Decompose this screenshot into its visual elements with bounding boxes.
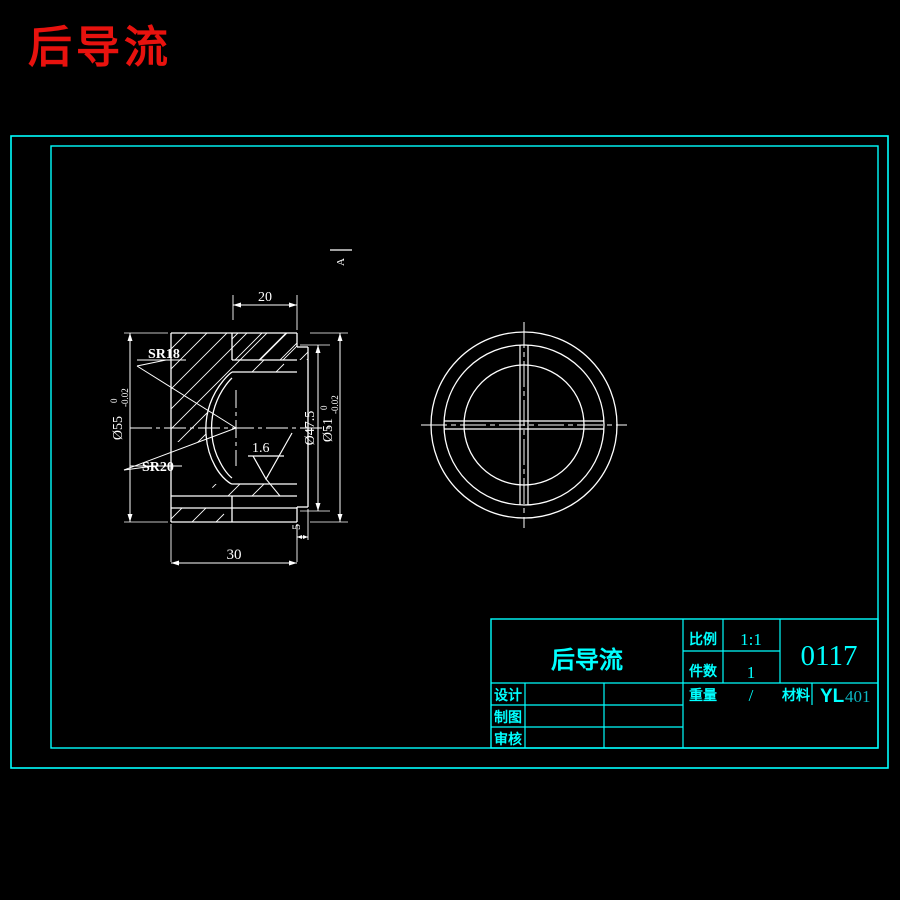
radius-label-sr20: SR20 (142, 460, 174, 475)
title-block-weight-value: / (749, 686, 754, 705)
section-hatching-upper-band (232, 333, 308, 360)
section-marker-label: A (335, 258, 347, 266)
dimension-51-lower-tol: -0.02 (330, 395, 340, 414)
dimension-right-diameter-51: Ø51 0 -0.02 (310, 332, 348, 523)
title-block-checker-date-cell[interactable] (604, 727, 683, 748)
title-block-quantity-label: 件数 (689, 663, 718, 680)
title-block-material-label: 材料 (782, 687, 810, 704)
title-block-designer-date-cell[interactable] (604, 683, 683, 705)
radius-label-sr20-text: SR20 (142, 460, 174, 475)
radius-leader-lines (123, 359, 237, 471)
dimension-step-5: 5 (289, 509, 309, 540)
front-view[interactable] (421, 322, 627, 528)
section-marker-a: A (330, 249, 352, 266)
dimension-55-upper-tol: 0 (109, 398, 119, 403)
section-hatching-bore-upper (232, 360, 285, 372)
spherical-cavity-profile (205, 371, 233, 485)
dimension-51-upper-tol: 0 (319, 405, 329, 410)
title-block-scale-value: 1:1 (740, 630, 762, 649)
dimension-right-diameter-51-label: Ø51 (321, 418, 336, 442)
sheet-border-inner (50, 145, 879, 749)
title-block[interactable]: 后导流 0117 比例 1:1 件数 1 重量 / 材料 YL 401 设计 制… (490, 618, 879, 749)
roughness-value-label: 1.6 (252, 441, 270, 456)
dimension-step-5-label: 5 (289, 524, 303, 530)
title-block-material-value-bold: YL (820, 686, 845, 707)
dimension-right-diameter-47-5: Ø47.5 (300, 344, 330, 512)
section-view[interactable]: A (100, 240, 390, 648)
dimension-left-diameter-55: Ø55 0 -0.02 (109, 332, 168, 523)
dimension-right-diameter-47-5-label: Ø47.5 (303, 411, 318, 446)
dimension-top-20-label: 20 (258, 290, 272, 305)
dimension-left-diameter-55-label: Ø55 (111, 416, 126, 440)
title-block-material-value-light: 401 (845, 687, 871, 706)
title-block-checker-label: 审核 (494, 731, 522, 748)
roughness-symbol-1-6: 1.6 (248, 432, 293, 497)
front-view-center-lines (421, 322, 627, 528)
title-block-quantity-value: 1 (747, 663, 756, 682)
section-hatching-bore-lower (210, 484, 277, 496)
radius-label-sr18-text: SR18 (148, 347, 180, 362)
title-block-scale-label: 比例 (689, 631, 717, 648)
title-block-drafter-label: 制图 (494, 709, 522, 726)
dimension-top-20: 20 (232, 290, 298, 330)
title-block-drawing-number: 0117 (801, 640, 858, 672)
section-hatching-upper (171, 333, 308, 442)
dimension-bottom-30-label: 30 (227, 547, 242, 563)
title-block-checker-name-cell[interactable] (525, 727, 604, 748)
dimension-bottom-30: 30 (170, 524, 298, 566)
title-block-designer-name-cell[interactable] (525, 683, 604, 705)
title-block-drafter-date-cell[interactable] (604, 705, 683, 727)
title-block-designer-label: 设计 (494, 687, 522, 704)
sheet-border-outer (10, 135, 889, 769)
title-block-drafter-name-cell[interactable] (525, 705, 604, 727)
dimension-55-lower-tol: -0.02 (120, 388, 130, 407)
page-title: 后导流 (28, 22, 172, 73)
radius-label-sr18: SR18 (148, 347, 180, 362)
title-block-weight-label: 重量 (689, 687, 717, 704)
title-block-part-name: 后导流 (551, 646, 623, 674)
section-hatching-lower (171, 507, 297, 522)
